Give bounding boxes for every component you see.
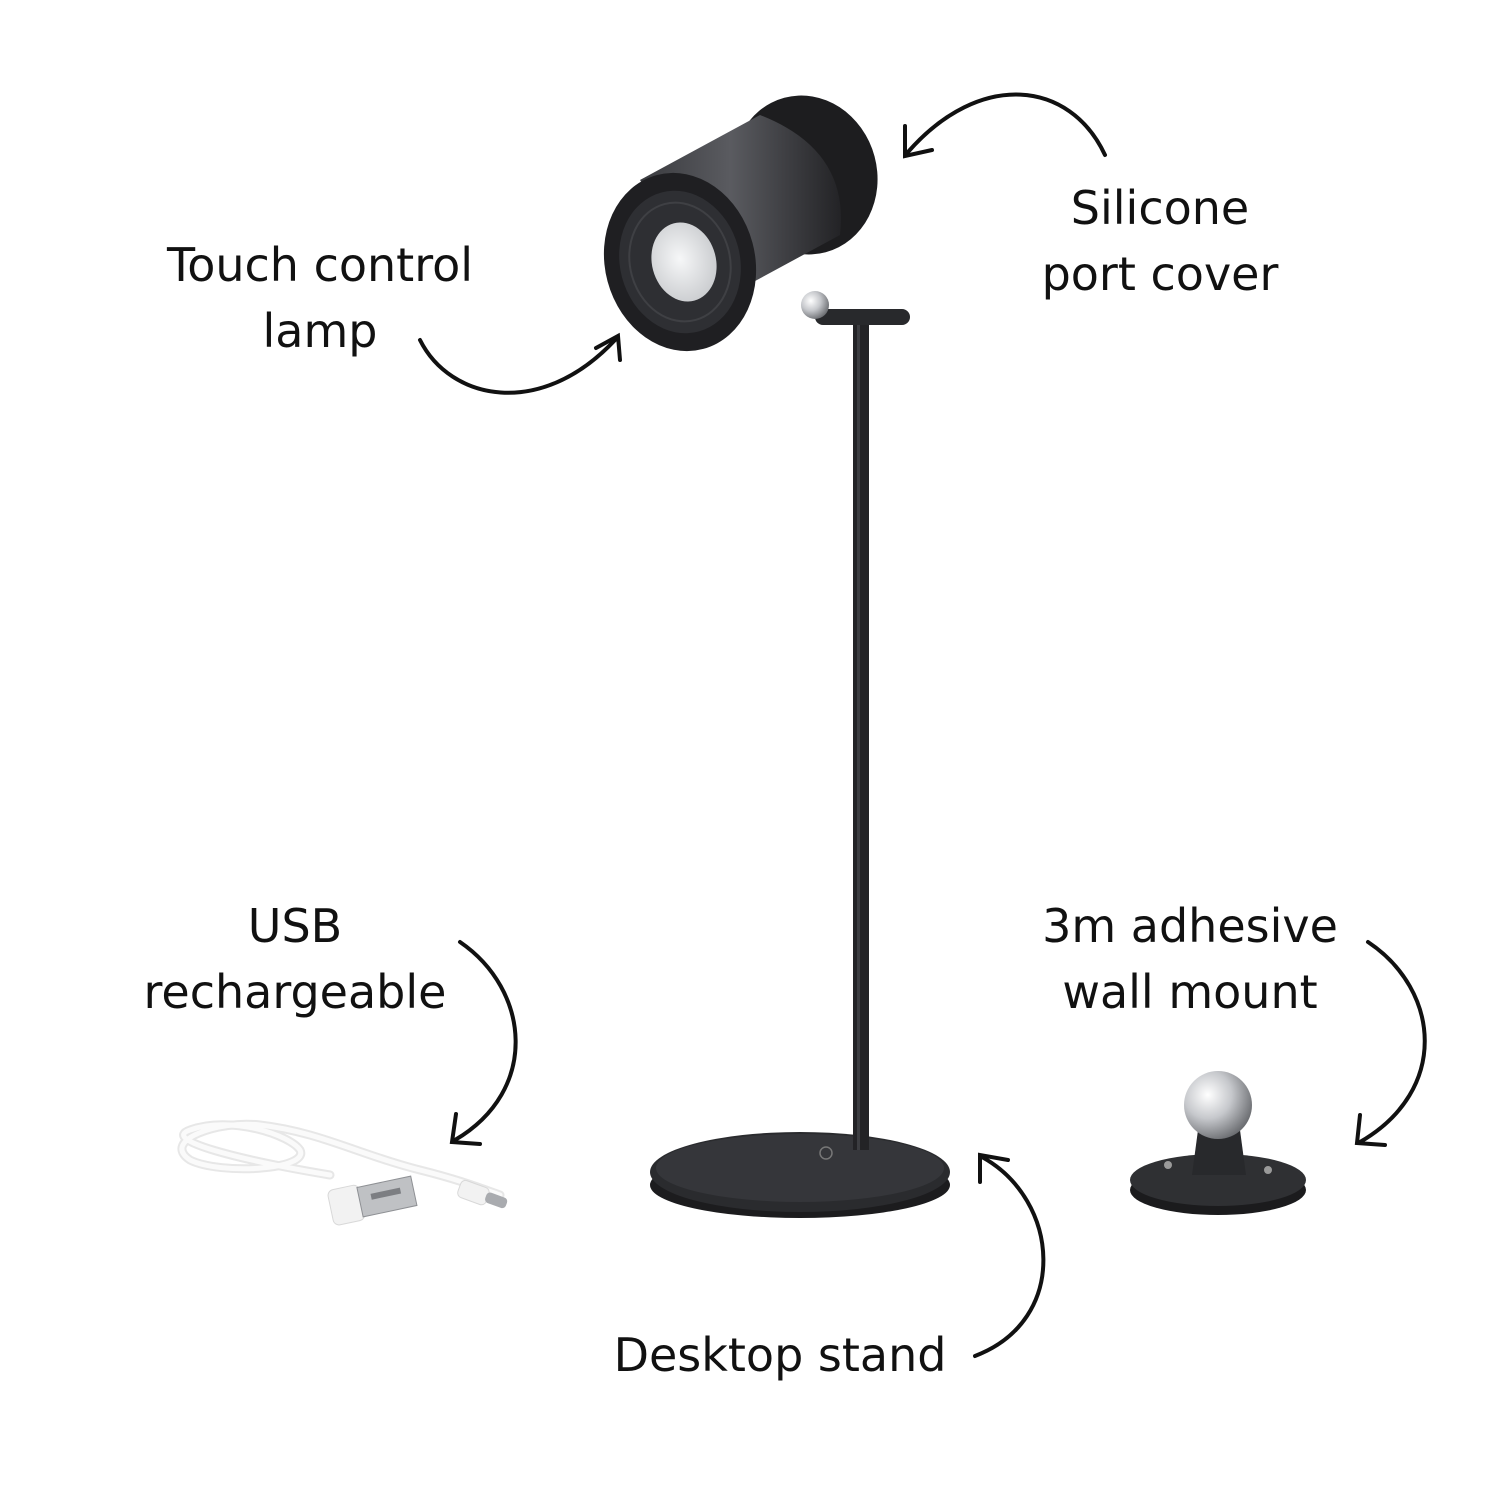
wall-mount bbox=[1130, 1071, 1306, 1215]
silicone-port-cover-label: Silicone port cover bbox=[1010, 175, 1310, 307]
usb-line1: USB bbox=[247, 899, 343, 953]
silicone-line1: Silicone bbox=[1070, 181, 1250, 235]
touch-control-line2: lamp bbox=[262, 304, 378, 358]
touch-control-line1: Touch control bbox=[166, 238, 474, 292]
arrow-desktop bbox=[973, 1155, 1046, 1358]
usb-cable bbox=[177, 1119, 508, 1226]
wall-mount-label: 3m adhesive wall mount bbox=[1030, 893, 1350, 1025]
arrow-touch-control bbox=[418, 338, 617, 395]
desktop-stand-label: Desktop stand bbox=[600, 1322, 960, 1388]
arrow-usb bbox=[453, 940, 518, 1142]
desktop-line1: Desktop stand bbox=[613, 1328, 947, 1382]
arrow-wall-mount bbox=[1358, 940, 1427, 1144]
desktop-stand bbox=[650, 309, 950, 1218]
touch-control-lamp-head bbox=[603, 95, 878, 352]
silicone-line2: port cover bbox=[1041, 247, 1279, 301]
callout-arrows bbox=[418, 92, 1427, 1358]
touch-control-lamp-label: Touch control lamp bbox=[140, 232, 500, 364]
wall-mount-line2: wall mount bbox=[1062, 965, 1318, 1019]
arrow-silicone bbox=[906, 92, 1107, 157]
usb-line2: rechargeable bbox=[143, 965, 447, 1019]
wall-mount-line1: 3m adhesive bbox=[1042, 899, 1338, 953]
usb-rechargeable-label: USB rechargeable bbox=[130, 893, 460, 1025]
